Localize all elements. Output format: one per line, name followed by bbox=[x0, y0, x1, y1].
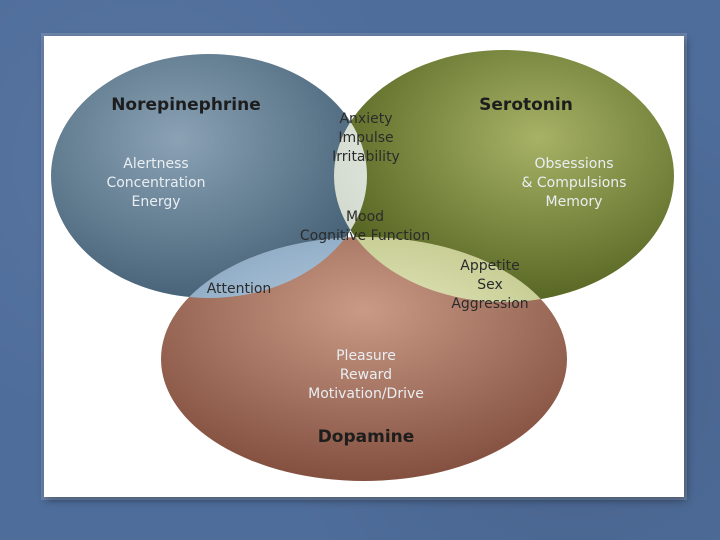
attention-label: Attention bbox=[207, 281, 272, 297]
norepinephrine-title: Norepinephrine bbox=[111, 95, 261, 115]
cognitive-function-label: Cognitive Function bbox=[300, 228, 430, 244]
norepinephrine-line-1: Alertness bbox=[123, 156, 188, 172]
sex-label: Sex bbox=[477, 277, 503, 293]
norepinephrine-line-3: Energy bbox=[131, 194, 180, 210]
diagram-panel: Norepinephrine Alertness Concentration E… bbox=[44, 36, 684, 497]
aggression-label: Aggression bbox=[451, 296, 528, 312]
dopamine-title: Dopamine bbox=[318, 427, 415, 447]
anxiety-label: Anxiety bbox=[339, 111, 392, 127]
dopamine-line-3: Motivation/Drive bbox=[308, 386, 424, 402]
dopamine-line-1: Pleasure bbox=[336, 348, 396, 364]
irritability-label: Irritability bbox=[332, 149, 400, 165]
serotonin-line-3: Memory bbox=[546, 194, 603, 210]
mood-label: Mood bbox=[346, 209, 384, 225]
impulse-label: Impulse bbox=[338, 130, 393, 146]
serotonin-line-2: & Compulsions bbox=[522, 175, 627, 191]
serotonin-title: Serotonin bbox=[479, 95, 573, 115]
venn-diagram: Norepinephrine Alertness Concentration E… bbox=[51, 50, 674, 481]
appetite-label: Appetite bbox=[460, 258, 519, 274]
norepinephrine-line-2: Concentration bbox=[106, 175, 205, 191]
dopamine-line-2: Reward bbox=[340, 367, 392, 383]
serotonin-line-1: Obsessions bbox=[534, 156, 613, 172]
